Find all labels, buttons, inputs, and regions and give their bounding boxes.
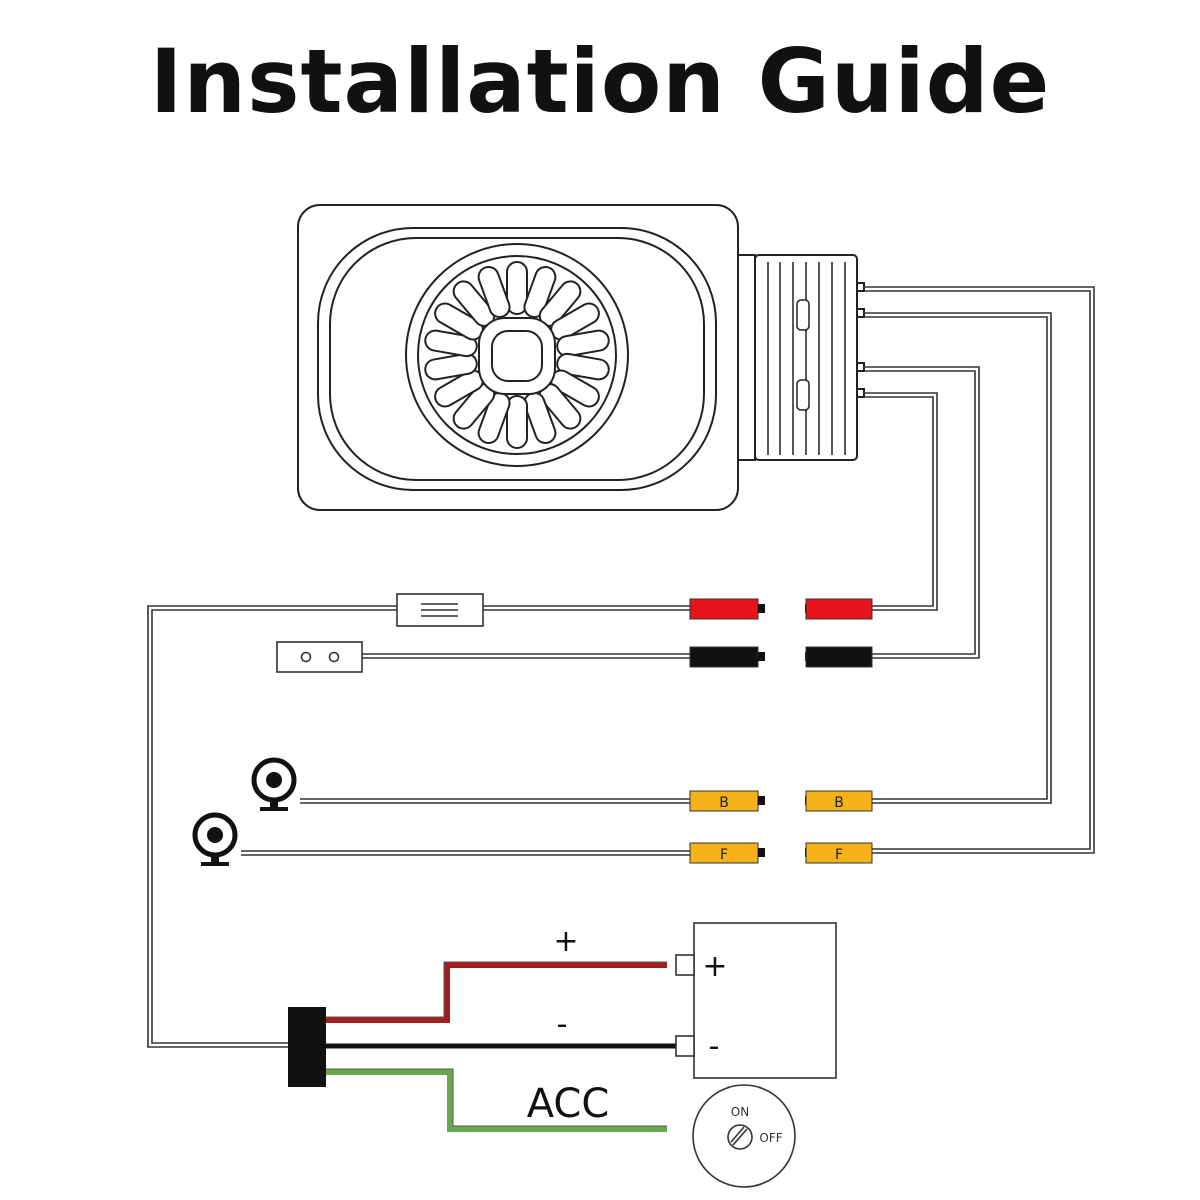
ignition-key-icon: ON OFF bbox=[692, 1084, 796, 1188]
fan-blade bbox=[506, 395, 528, 449]
camera-harness-wires bbox=[864, 286, 1095, 854]
page-title: Installation Guide bbox=[149, 30, 1051, 133]
acc-wire bbox=[326, 1069, 667, 1132]
red-connector-left bbox=[689, 598, 765, 620]
battery-plus-label: + bbox=[702, 949, 727, 984]
fuse-icon bbox=[396, 593, 484, 627]
power-cable-wires bbox=[147, 605, 690, 1048]
battery-minus-label: - bbox=[709, 1029, 720, 1064]
hardwire-kit-box bbox=[288, 1007, 326, 1087]
rear-camera-connector-right: B bbox=[805, 790, 873, 812]
fan-blade bbox=[556, 329, 610, 358]
connector-label-b: B bbox=[834, 795, 844, 811]
connector-label-f: F bbox=[720, 847, 728, 863]
black-connector-right bbox=[805, 646, 873, 668]
dashcam-lens-icon bbox=[405, 243, 629, 467]
positive-wire bbox=[326, 962, 667, 1023]
gps-module-icon bbox=[276, 641, 363, 673]
rear-camera-icon bbox=[251, 757, 297, 811]
front-camera-icon bbox=[192, 812, 238, 866]
rear-camera-connector-left: B bbox=[689, 790, 765, 812]
positive-wire-label: + bbox=[553, 924, 578, 959]
fan-blade bbox=[424, 352, 478, 381]
acc-wire-label: ACC bbox=[527, 1081, 610, 1127]
red-connector-right bbox=[805, 598, 873, 620]
ignition-off-label: OFF bbox=[759, 1131, 782, 1145]
connector-label-f: F bbox=[835, 847, 843, 863]
ignition-on-label: ON bbox=[731, 1105, 749, 1119]
fan-blade bbox=[506, 261, 528, 315]
positive-wire-outline bbox=[326, 961, 667, 1018]
front-camera-connector-left: F bbox=[689, 842, 765, 864]
acc-wire-outline bbox=[326, 1068, 667, 1127]
fan-blade bbox=[477, 266, 511, 319]
connector-label-b: B bbox=[719, 795, 729, 811]
front-camera-connector-right: F bbox=[805, 842, 873, 864]
black-connector-left bbox=[689, 646, 765, 668]
battery: + - bbox=[675, 922, 837, 1079]
fan-blade bbox=[523, 266, 557, 319]
negative-wire-label: - bbox=[557, 1007, 568, 1042]
